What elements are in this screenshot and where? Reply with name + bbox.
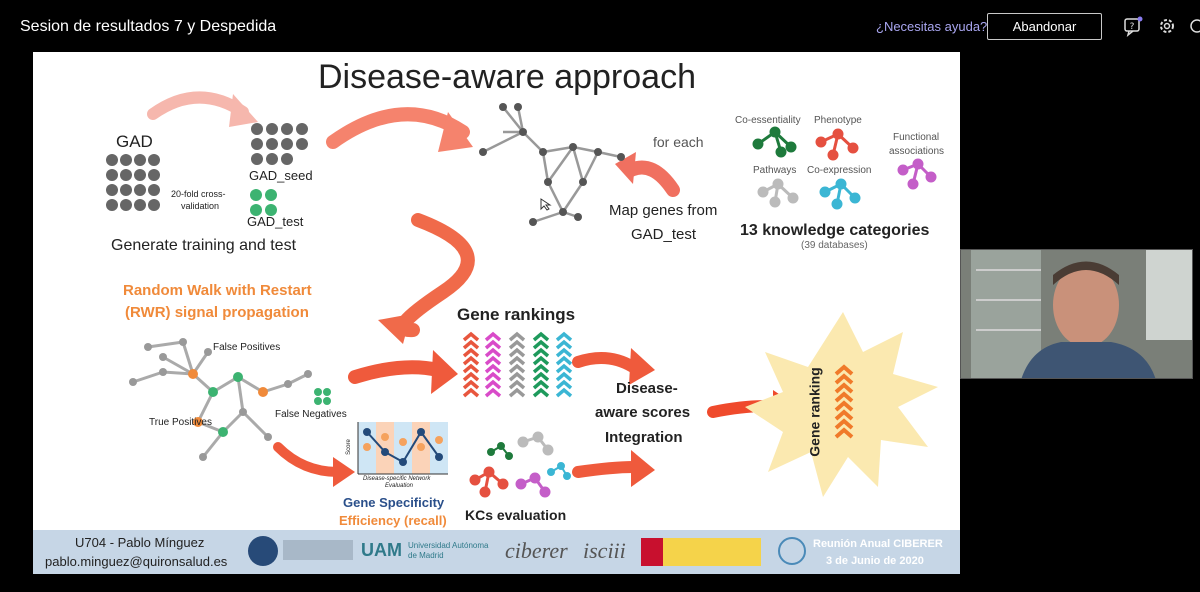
phenotype-label: Phenotype bbox=[814, 115, 862, 126]
map-arrowhead bbox=[615, 152, 636, 184]
ciberer-logo: ciberer bbox=[505, 538, 568, 563]
uam-name-1: Universidad Autónoma bbox=[408, 541, 489, 550]
coexpression-network bbox=[819, 178, 861, 210]
plot-arrow bbox=[273, 442, 343, 477]
for-each-label: for each bbox=[653, 134, 704, 150]
svg-text:?: ? bbox=[1130, 22, 1135, 32]
slide-title: Disease-aware approach bbox=[318, 58, 696, 96]
ministry-logo bbox=[641, 538, 761, 566]
pink-arrow bbox=[147, 91, 249, 120]
hand-cursor-icon bbox=[540, 198, 552, 211]
cross-validation-label-2: validation bbox=[181, 201, 220, 211]
gene-specificity-label: Gene Specificity bbox=[343, 495, 445, 510]
pathways-label: Pathways bbox=[753, 165, 797, 176]
functional-network bbox=[897, 158, 937, 190]
gad-seed-label: GAD_seed bbox=[249, 168, 313, 183]
gad-seed-dots bbox=[251, 123, 308, 165]
gad-label: GAD bbox=[116, 132, 153, 151]
score-axis-label: Score bbox=[345, 439, 352, 455]
kc-eval-networks bbox=[469, 431, 571, 498]
map-arrow bbox=[624, 160, 680, 197]
score-plot bbox=[357, 422, 448, 475]
rwr-label-1: Random Walk with Restart bbox=[123, 282, 312, 299]
s-arrowhead bbox=[378, 314, 411, 344]
slide-footer: U704 - Pablo Mínguez pablo.minguez@quiro… bbox=[33, 530, 960, 574]
gad-dots bbox=[106, 154, 160, 211]
false-negatives-dots bbox=[314, 388, 331, 405]
plot-arrowhead bbox=[333, 457, 355, 487]
false-negatives-label: False Negatives bbox=[275, 409, 347, 420]
coessentiality-label: Co-essentiality bbox=[735, 115, 801, 126]
central-network bbox=[482, 106, 622, 224]
cross-validation-label-1: 20-fold cross- bbox=[171, 189, 226, 199]
isciii-logo: isciii bbox=[583, 538, 626, 563]
meeting-top-bar: Sesion de resultados 7 y Despedida ¿Nece… bbox=[0, 0, 1200, 52]
efficiency-label: Efficiency (recall) bbox=[339, 513, 447, 528]
meeting-name: Reunión Anual CIBERER bbox=[813, 538, 943, 550]
gear-icon[interactable] bbox=[1156, 15, 1178, 37]
true-positives-label: True Positives bbox=[149, 417, 212, 428]
disease-aware-label-1: Disease- bbox=[616, 380, 678, 397]
gene-ranking-chevrons bbox=[462, 331, 573, 398]
pink-arrowhead bbox=[229, 94, 258, 127]
coessentiality-network bbox=[752, 126, 797, 158]
coexpression-label: Co-expression bbox=[807, 165, 872, 176]
map-genes-label-1: Map genes from bbox=[609, 202, 718, 219]
integration-arrowhead-2 bbox=[631, 450, 655, 487]
functional-label-1: Functional bbox=[893, 132, 940, 143]
map-genes-label-2: GAD_test bbox=[631, 226, 697, 243]
salmon-arrowhead bbox=[438, 112, 473, 152]
disease-aware-label-3: Integration bbox=[605, 429, 683, 446]
anniversary-logo bbox=[248, 536, 278, 566]
central-network-nodes bbox=[479, 103, 625, 226]
rwr-network-nodes bbox=[129, 338, 312, 461]
presenter-webcam[interactable] bbox=[960, 249, 1193, 379]
research-institute-logo bbox=[283, 540, 353, 560]
knowledge-subtitle: (39 databases) bbox=[801, 240, 868, 251]
rankings-arrow bbox=[348, 360, 445, 384]
more-icon[interactable] bbox=[1188, 15, 1200, 37]
uam-name-2: de Madrid bbox=[408, 551, 444, 560]
network-eval-label-1: Disease-specific Network bbox=[363, 476, 431, 482]
network-eval-label-2: Evaluation bbox=[385, 483, 414, 489]
presenter-email: pablo.minguez@quironsalud.es bbox=[45, 554, 228, 569]
false-positives-label: False Positives bbox=[213, 342, 281, 353]
slide-artwork bbox=[106, 91, 938, 498]
final-ranking-chevrons bbox=[834, 364, 854, 439]
leave-button[interactable]: Abandonar bbox=[987, 13, 1102, 40]
rankings-arrowhead bbox=[431, 350, 458, 394]
uam-logo: UAM bbox=[361, 540, 402, 560]
functional-label-2: associations bbox=[889, 146, 945, 157]
pathways-network bbox=[757, 178, 799, 208]
phenotype-network bbox=[815, 128, 859, 161]
gad-test-label: GAD_test bbox=[247, 214, 304, 229]
health-institute-logo bbox=[778, 537, 806, 565]
presenter-label: U704 - Pablo Mínguez bbox=[75, 535, 205, 550]
meeting-date: 3 de Junio de 2020 bbox=[826, 555, 924, 567]
integration-arrow-1 bbox=[572, 352, 639, 373]
rwr-label-2: (RWR) signal propagation bbox=[125, 304, 309, 321]
rwr-network bbox=[132, 340, 309, 458]
knowledge-title: 13 knowledge categories bbox=[740, 222, 930, 239]
shared-slide: Disease-aware approach GAD 20-fold cross… bbox=[33, 52, 960, 574]
presenter-video bbox=[961, 250, 1192, 378]
meeting-title: Sesion de resultados 7 y Despedida bbox=[20, 18, 277, 35]
integration-arrowhead-1 bbox=[629, 348, 655, 385]
kcs-eval-label: KCs evaluation bbox=[465, 507, 567, 523]
gad-test-dots bbox=[250, 189, 277, 216]
generate-label: Generate training and test bbox=[111, 237, 297, 254]
feedback-icon[interactable]: ? bbox=[1122, 15, 1144, 37]
gene-rankings-label: Gene rankings bbox=[457, 305, 576, 324]
help-link[interactable]: ¿Necesitas ayuda? bbox=[876, 19, 988, 34]
disease-aware-label-2: aware scores bbox=[595, 404, 691, 421]
integration-arrow-2 bbox=[572, 461, 639, 478]
gene-ranking-vertical-label: Gene ranking bbox=[806, 367, 823, 457]
